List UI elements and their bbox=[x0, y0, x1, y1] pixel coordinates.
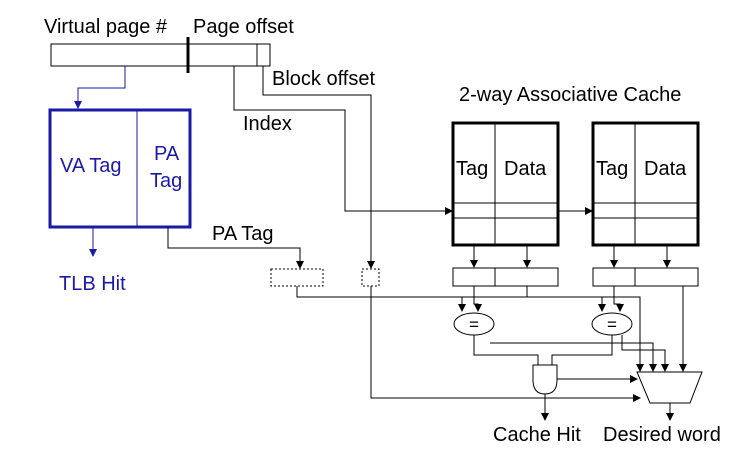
vpn-to-tlb-wire bbox=[74, 66, 126, 109]
cmp1-to-mux-wire bbox=[490, 342, 657, 372]
virtual-address-register bbox=[50, 37, 271, 73]
block-offset-latch bbox=[361, 268, 380, 287]
va-tag-label: VA Tag bbox=[60, 155, 122, 177]
way2-output-register bbox=[592, 267, 699, 287]
cmp2-to-or-wire bbox=[551, 335, 613, 365]
cache-way-1 bbox=[451, 121, 560, 247]
pa-tag-latch bbox=[270, 268, 324, 287]
page-offset-label: Page offset bbox=[193, 16, 294, 38]
pa-tag-to-cmp2-wire bbox=[296, 286, 606, 312]
or-gate bbox=[532, 364, 558, 395]
cache-hit-label: Cache Hit bbox=[493, 424, 581, 446]
tlb bbox=[48, 108, 192, 229]
way2-tag-to-cmp-wire bbox=[613, 286, 624, 312]
cache-title: 2-way Associative Cache bbox=[459, 84, 681, 106]
way1-data-to-mux-wire bbox=[526, 286, 644, 372]
way1-tag-to-cmp-wire bbox=[473, 286, 482, 312]
way2-data-label: Data bbox=[644, 158, 687, 180]
way1-data-label: Data bbox=[504, 158, 547, 180]
comparator-2-symbol: = bbox=[607, 315, 617, 334]
pa-tag-label-line1: PA bbox=[154, 143, 180, 165]
block-offset-to-mux-wire bbox=[370, 286, 641, 402]
cache-way-2 bbox=[591, 121, 700, 247]
word-select-mux bbox=[636, 371, 703, 404]
pa-tag-wire bbox=[167, 227, 304, 269]
pa-tag-wire-label: PA Tag bbox=[212, 223, 274, 245]
desired-word-label: Desired word bbox=[603, 424, 721, 446]
cmp1-to-or-wire bbox=[473, 335, 539, 365]
pa-tag-label-line2: Tag bbox=[150, 170, 182, 192]
comparator-1-symbol: = bbox=[469, 315, 479, 334]
index-label: Index bbox=[243, 113, 292, 135]
block-offset-wire bbox=[262, 66, 375, 269]
block-offset-label: Block offset bbox=[272, 68, 375, 90]
virtual-page-label: Virtual page # bbox=[44, 16, 168, 38]
index-wire bbox=[233, 66, 453, 215]
way2-tag-label: Tag bbox=[596, 158, 628, 180]
way1-output-register bbox=[452, 267, 559, 287]
tlb-hit-label: TLB Hit bbox=[59, 273, 126, 295]
cmp2-to-mux-wire bbox=[621, 335, 669, 372]
way1-tag-label: Tag bbox=[456, 158, 488, 180]
